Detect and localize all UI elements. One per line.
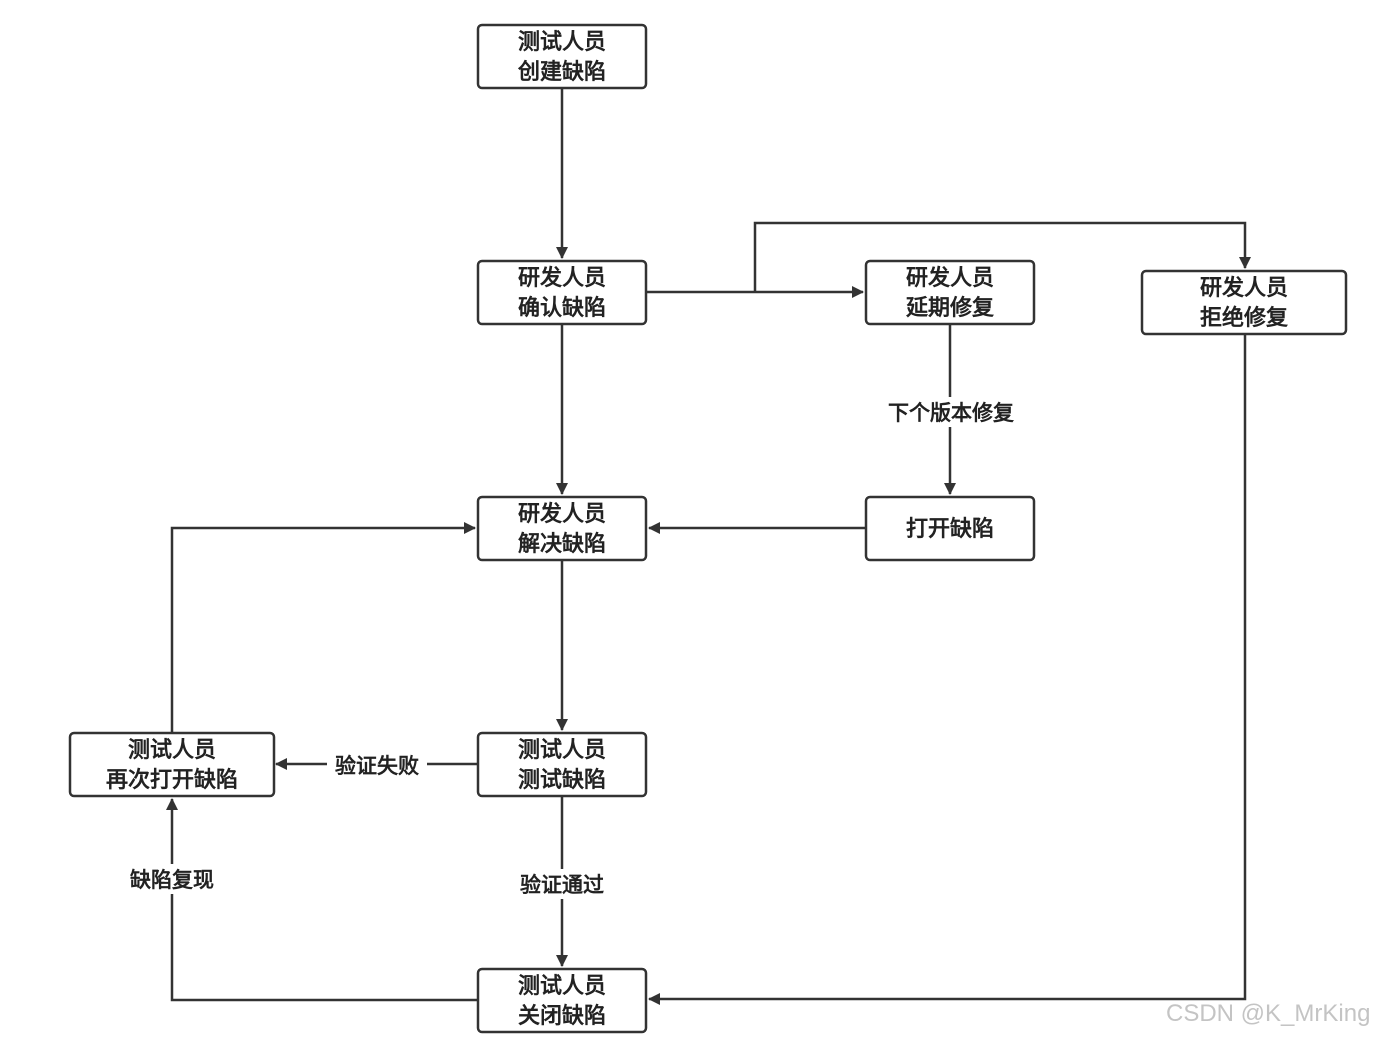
- node-dev-delay-fix[interactable]: 研发人员 延期修复: [864, 259, 1036, 326]
- node-tester-reopen-defect[interactable]: 测试人员 再次打开缺陷: [68, 731, 276, 798]
- edge-confirm-to-reject: [753, 221, 1251, 292]
- edge-label-verify-pass: 验证通过: [512, 869, 612, 899]
- node-close-line1: 测试人员: [518, 974, 606, 999]
- node-tester-close-defect[interactable]: 测试人员 关闭缺陷: [476, 967, 648, 1034]
- node-reopen-line2: 再次打开缺陷: [106, 767, 238, 793]
- node-close-line2: 关闭缺陷: [518, 1003, 606, 1029]
- node-resolve-line2: 解决缺陷: [518, 531, 606, 557]
- node-dev-confirm-defect[interactable]: 研发人员 确认缺陷: [476, 259, 648, 326]
- node-resolve-line1: 研发人员: [518, 501, 606, 527]
- node-reject-line2: 拒绝修复: [1200, 305, 1289, 331]
- edge-reopen-to-resolve: [170, 522, 476, 732]
- edge-reject-to-close: [648, 334, 1247, 1005]
- node-test-line1: 测试人员: [518, 738, 606, 763]
- node-dev-reject-fix[interactable]: 研发人员 拒绝修复: [1140, 269, 1348, 336]
- edge-label-verify-fail-text: 验证失败: [335, 754, 419, 778]
- node-confirm-line1: 研发人员: [518, 265, 606, 291]
- edge-label-defect-recur: 缺陷复现: [122, 864, 222, 894]
- edge-label-next-version-text: 下个版本修复: [888, 401, 1015, 425]
- node-open-defect[interactable]: 打开缺陷: [864, 495, 1036, 562]
- node-reopen-line1: 测试人员: [128, 738, 216, 763]
- edge-label-next-version: 下个版本修复: [878, 397, 1024, 427]
- edge-label-verify-pass-text: 验证通过: [520, 873, 604, 897]
- node-tester-create-defect[interactable]: 测试人员 创建缺陷: [476, 23, 648, 90]
- node-reject-line1: 研发人员: [1200, 275, 1288, 301]
- node-delay-line2: 延期修复: [905, 295, 995, 321]
- edge-label-verify-fail: 验证失败: [327, 750, 427, 780]
- edge-close-to-reopen: [166, 798, 478, 1002]
- node-open-line1: 打开缺陷: [906, 516, 994, 542]
- node-dev-resolve-defect[interactable]: 研发人员 解决缺陷: [476, 495, 648, 562]
- watermark: CSDN @K_MrKing: [1166, 1000, 1371, 1027]
- node-test-line2: 测试缺陷: [518, 767, 606, 793]
- node-tester-test-defect[interactable]: 测试人员 测试缺陷: [476, 731, 648, 798]
- node-create-line2: 创建缺陷: [517, 59, 606, 85]
- node-delay-line1: 研发人员: [906, 265, 994, 291]
- edge-label-defect-recur-text: 缺陷复现: [130, 868, 214, 892]
- node-confirm-line2: 确认缺陷: [518, 295, 606, 321]
- node-create-line1: 测试人员: [518, 30, 606, 55]
